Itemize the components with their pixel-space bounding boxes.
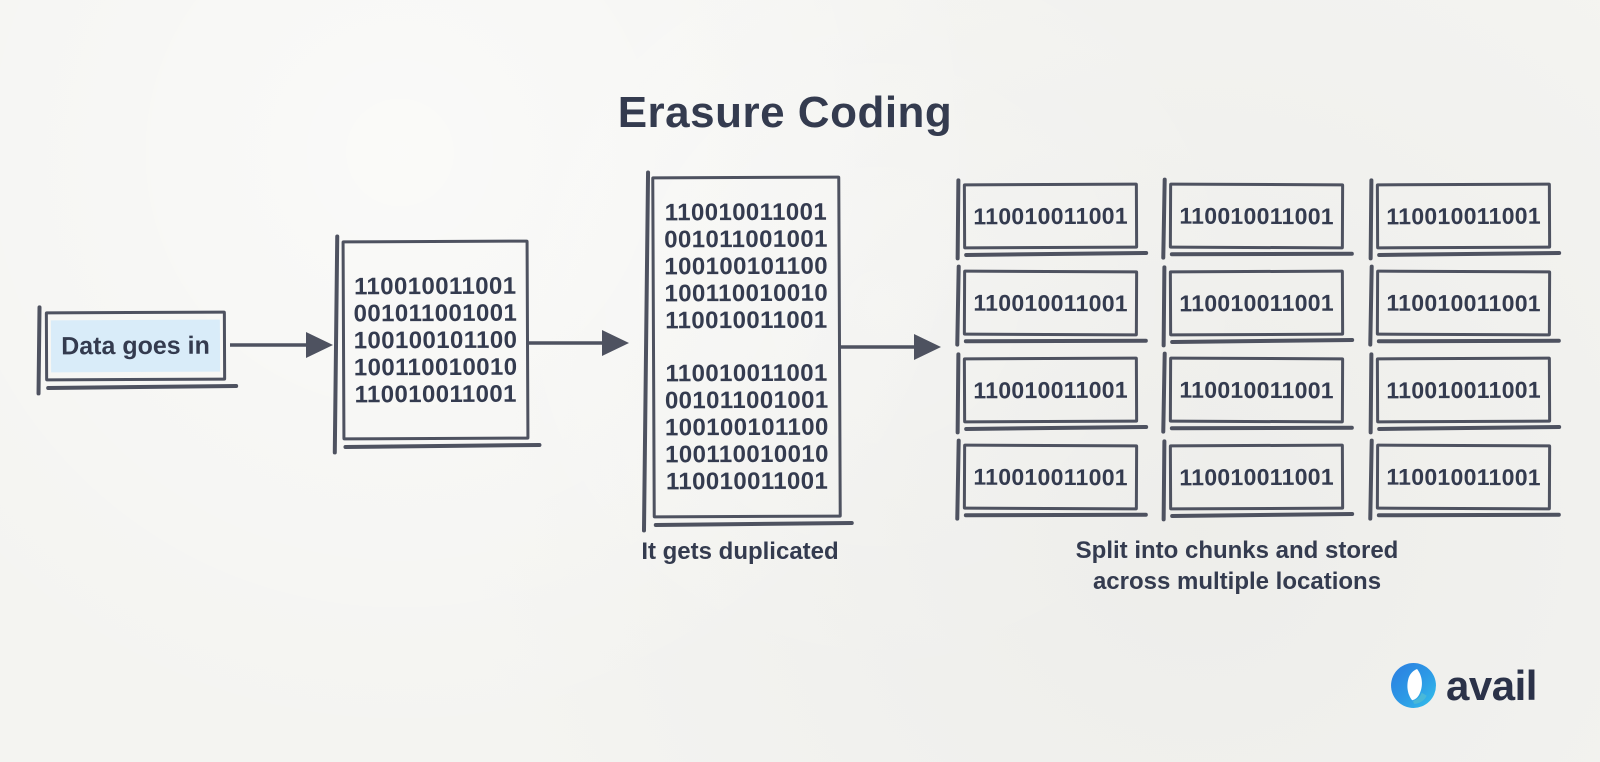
duplicated-data-block: 110010011001 001011001001 100100101100 1… bbox=[651, 175, 842, 519]
chunk-cell: 110010011001 bbox=[1375, 269, 1552, 337]
binary-line: 110010011001 bbox=[665, 306, 828, 335]
flow-arrow-3 bbox=[838, 334, 941, 360]
duplicate-copy-2: 110010011001 001011001001 100100101100 1… bbox=[665, 360, 829, 496]
input-data-label: Data goes in bbox=[50, 319, 221, 373]
binary-line: 001011001001 bbox=[664, 386, 829, 415]
chunks-caption-line2: across multiple locations bbox=[1092, 568, 1382, 595]
chunks-caption: Split into chunks and stored across mult… bbox=[1037, 535, 1437, 597]
chunk-cell: 110010011001 bbox=[962, 356, 1139, 424]
binary-line: 001011001001 bbox=[353, 299, 518, 327]
binary-line: 100100101100 bbox=[664, 252, 829, 281]
chunks-caption-line1: Split into chunks and stored bbox=[1075, 537, 1399, 564]
flow-arrow-1 bbox=[230, 332, 333, 358]
chunk-cell: 110010011001 bbox=[1169, 443, 1345, 511]
duplicate-copy-1: 110010011001 001011001001 100100101100 1… bbox=[664, 199, 828, 335]
chunk-cell: 110010011001 bbox=[1375, 356, 1552, 424]
chunk-cell: 110010011001 bbox=[962, 443, 1139, 511]
chunk-cell: 110010011001 bbox=[1169, 182, 1345, 250]
binary-line: 100110010010 bbox=[665, 440, 829, 469]
binary-line: 110010011001 bbox=[354, 272, 517, 300]
original-data-block: 110010011001 001011001001 100100101100 1… bbox=[341, 239, 530, 441]
binary-line: 110010011001 bbox=[354, 380, 517, 408]
binary-line: 110010011001 bbox=[664, 198, 828, 227]
page-title: Erasure Coding bbox=[617, 88, 953, 137]
chunks-grid: 110010011001 110010011001 110010011001 1… bbox=[962, 182, 1552, 511]
chunk-cell: 110010011001 bbox=[1375, 443, 1552, 511]
avail-wordmark: avail bbox=[1446, 662, 1537, 709]
binary-line: 100100101100 bbox=[353, 326, 518, 354]
chunk-cell: 110010011001 bbox=[962, 182, 1139, 250]
binary-line: 110010011001 bbox=[665, 359, 828, 388]
binary-line: 100100101100 bbox=[664, 413, 829, 442]
binary-line: 100110010010 bbox=[353, 353, 518, 381]
avail-logo: avail bbox=[1389, 661, 1537, 710]
input-data-box: Data goes in bbox=[44, 310, 227, 382]
binary-line: 001011001001 bbox=[664, 225, 828, 254]
avail-logo-icon bbox=[1391, 663, 1436, 708]
chunk-cell: 110010011001 bbox=[1375, 182, 1552, 250]
binary-line: 100110010010 bbox=[664, 279, 829, 308]
chunk-cell: 110010011001 bbox=[1169, 269, 1345, 337]
binary-line: 110010011001 bbox=[665, 467, 829, 496]
chunk-cell: 110010011001 bbox=[1169, 356, 1345, 424]
flow-arrow-2 bbox=[526, 330, 629, 356]
chunk-cell: 110010011001 bbox=[962, 269, 1139, 337]
duplicated-caption: It gets duplicated bbox=[641, 538, 839, 565]
